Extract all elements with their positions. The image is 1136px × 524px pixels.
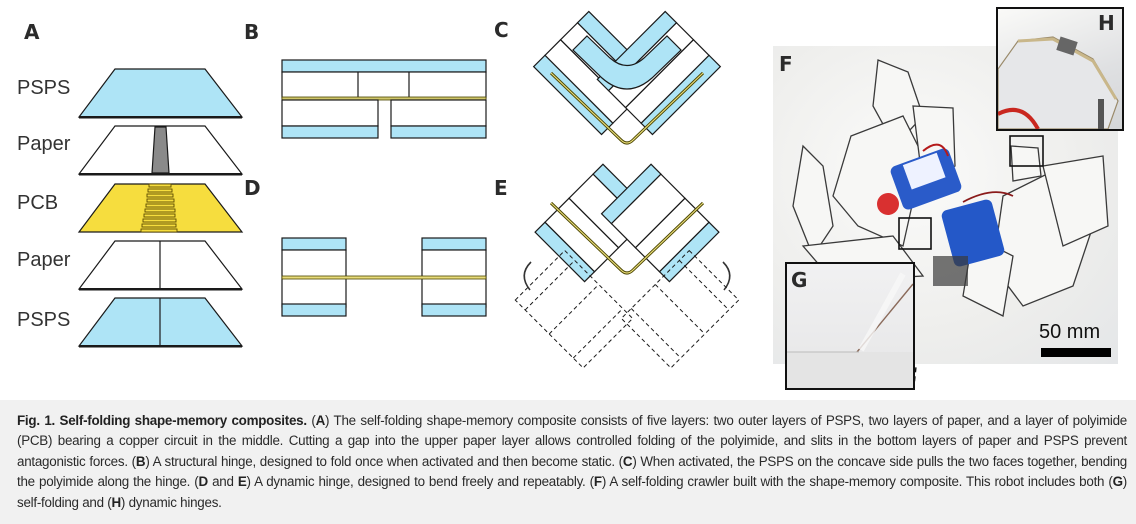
inset-h-illustration [998, 36, 1119, 129]
figure-caption: Fig. 1. Self-folding shape-memory compos… [0, 400, 1136, 524]
panel-label-b: B [244, 20, 260, 44]
layer-paper-bottom [77, 240, 244, 291]
copper-circuit-traces [140, 183, 178, 233]
diagram-canvas [77, 10, 1119, 387]
panel-label-d: D [244, 176, 261, 200]
rotate-arrow-right [722, 261, 731, 291]
caption-panel-ref: B [135, 453, 146, 469]
red-actuator [877, 193, 899, 215]
inset-g-source-box [898, 217, 932, 250]
panel-a-layer-stack [77, 68, 244, 348]
caption-segment: ) A dynamic hinge, designed to bend free… [246, 474, 595, 490]
caption-title: Fig. 1. Self-folding shape-memory compos… [17, 413, 307, 428]
polyimide-layer [281, 96, 487, 101]
caption-segment: ) The self-folding shape-memory composit… [17, 413, 1127, 469]
panel-label-g: G [791, 268, 808, 292]
panel-label-c: C [494, 18, 509, 42]
caption-segment: ) When activated, the PSPS on the concav… [17, 453, 1128, 490]
polyimide-layer [281, 275, 487, 280]
layer-paper-top [77, 125, 244, 176]
layer-psps-top [77, 68, 244, 119]
caption-panel-ref: D [198, 474, 209, 490]
caption-panel-ref: C [622, 453, 633, 469]
layer-label-paper-top: Paper [17, 133, 71, 155]
caption-panel-ref: H [111, 494, 122, 510]
panel-c-folded-hinge [532, 10, 722, 145]
scale-bar [1041, 348, 1111, 357]
caption-segment: ) A self-folding crawler built with the … [601, 474, 1113, 490]
caption-text: Fig. 1. Self-folding shape-memory compos… [17, 411, 1127, 513]
caption-panel-ref: G [1112, 474, 1123, 490]
layer-pcb [77, 183, 244, 233]
caption-body: (A) The self-folding shape-memory compos… [17, 413, 1127, 510]
caption-segment: and [207, 474, 238, 490]
caption-segment: ) A structural hinge, designed to fold o… [145, 453, 623, 469]
scale-bar-label: 50 mm [1039, 321, 1101, 343]
inset-h-source-box [1009, 135, 1044, 167]
layer-psps-bottom [77, 297, 244, 348]
layer-label-psps-top: PSPS [17, 77, 71, 99]
rotate-arrow-left [523, 261, 532, 291]
layer-label-psps-bottom: PSPS [17, 309, 71, 331]
ghost-folded-positions [514, 249, 740, 369]
caption-panel-ref: A [315, 413, 326, 428]
caption-segment: ) self-folding and ( [17, 474, 1127, 510]
caption-segment: ) dynamic hinges. [120, 494, 222, 510]
panel-label-a: A [24, 20, 40, 44]
psps-top-strip [281, 59, 487, 73]
inset-h-dynamic-hinge: H [996, 7, 1124, 131]
inset-g-self-folding-hinge: G [785, 262, 915, 390]
panel-e-dynamic-hinge [514, 163, 740, 369]
caption-panel-ref: F [593, 474, 602, 490]
panel-label-h: H [1098, 11, 1115, 35]
caption-segment: ( [306, 413, 316, 428]
panel-d-dynamic-hinge [281, 237, 487, 317]
inset-g-illustration [787, 272, 913, 388]
panel-label-f: F [779, 52, 793, 76]
panel-b-structural-hinge [281, 59, 487, 139]
layer-label-pcb: PCB [17, 192, 59, 214]
layer-label-paper-bottom: Paper [17, 249, 71, 271]
battery-left [890, 148, 962, 210]
panel-label-e: E [494, 176, 508, 200]
caption-panel-ref: E [237, 474, 247, 490]
battery-right [941, 199, 1005, 267]
